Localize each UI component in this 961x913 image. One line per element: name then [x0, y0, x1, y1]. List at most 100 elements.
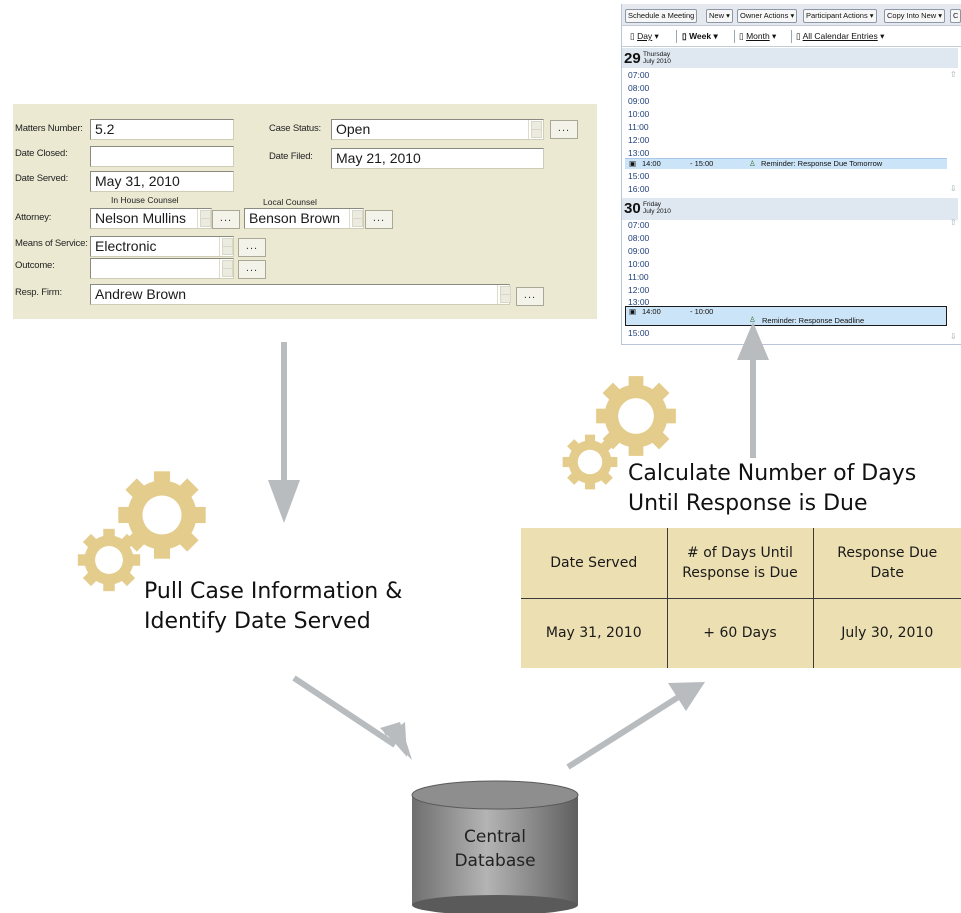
hour-label: 12:00 — [628, 285, 650, 295]
means-of-service-field[interactable]: Electronic — [90, 236, 234, 257]
case-status-label: Case Status: — [269, 123, 321, 134]
hour-label: 11:00 — [628, 122, 649, 132]
calculate-days-caption: Calculate Number of Days Until Response … — [628, 461, 917, 516]
tab-all-calendar-entries[interactable]: ▯ All Calendar Entries ▾ — [796, 31, 885, 41]
hour-label: 08:00 — [628, 83, 650, 93]
resp-firm-label: Resp. Firm: — [15, 287, 62, 298]
table-cell-date-served: May 31, 2010 — [521, 597, 668, 668]
outcome-field[interactable] — [90, 258, 234, 279]
appointment-end: - 15:00 — [690, 159, 714, 168]
outcome-label: Outcome: — [15, 260, 55, 271]
tab-day[interactable]: ▯ Day ▾ — [630, 31, 659, 41]
table-row: May 31, 2010 + 60 Days July 30, 2010 — [521, 597, 961, 668]
hour-label: 07:00 — [628, 220, 650, 230]
owner-actions-button[interactable]: Owner Actions ▾ — [737, 9, 798, 23]
arrow-to-database-icon — [292, 675, 412, 760]
date-filed-label: Date Filed: — [269, 151, 313, 162]
arrow-down-icon — [268, 342, 300, 523]
appointment-deadline[interactable]: ▣ 14:00 - 10:00 ♙ Reminder: Response Dea… — [625, 306, 947, 326]
hour-label: 10:00 — [628, 109, 650, 119]
hour-label: 09:00 — [628, 96, 650, 106]
week-view-icon: ▯ — [682, 31, 687, 41]
in-house-counsel-spinner[interactable] — [197, 209, 211, 228]
table-header-cell: Date Served — [521, 528, 668, 599]
tab-week[interactable]: ▯ Week ▾ — [682, 31, 718, 41]
table-cell-due-date: July 30, 2010 — [812, 597, 961, 668]
case-form-panel: Matters Number: 5.2 Case Status: Open ..… — [13, 104, 597, 319]
date-served-field[interactable]: May 31, 2010 — [90, 171, 234, 192]
hour-label: 09:00 — [628, 246, 650, 256]
hour-label: 11:00 — [628, 272, 649, 282]
resp-firm-field[interactable]: Andrew Brown — [90, 284, 510, 305]
hour-label: 13:00 — [628, 148, 650, 158]
date-filed-field[interactable]: May 21, 2010 — [331, 148, 544, 169]
calendar-entry-icon: ▣ — [629, 159, 637, 168]
calendar-panel: Schedule a Meeting New ▾ Owner Actions ▾… — [621, 4, 961, 345]
person-icon: ♙ — [749, 315, 756, 324]
hour-label: 10:00 — [628, 259, 650, 269]
appointment-title: Reminder: Response Due Tomorrow — [761, 159, 883, 168]
hour-label: 15:00 — [628, 171, 650, 181]
tab-divider — [676, 30, 677, 43]
means-of-service-spinner[interactable] — [219, 237, 233, 256]
matters-number-label: Matters Number: — [15, 123, 83, 134]
case-status-spinner[interactable] — [528, 120, 542, 139]
day-view-icon: ▯ — [630, 31, 635, 41]
scroll-down-icon[interactable]: ⇩ — [950, 332, 957, 341]
outcome-spinner[interactable] — [219, 259, 233, 278]
in-house-counsel-field[interactable]: Nelson Mullins — [90, 208, 212, 229]
schedule-meeting-button[interactable]: Schedule a Meeting — [625, 9, 698, 23]
gear-icon — [77, 528, 141, 592]
local-counsel-browse-button[interactable]: ... — [365, 210, 393, 229]
local-counsel-field[interactable]: Benson Brown — [244, 208, 364, 229]
date-closed-field[interactable] — [90, 146, 234, 167]
gear-icon — [562, 434, 618, 490]
appointment-reminder[interactable]: ▣ 14:00 - 15:00 ♙ Reminder: Response Due… — [625, 158, 947, 169]
arrow-from-database-icon — [566, 682, 705, 770]
table-header-cell: # of Days Until Response is Due — [666, 528, 814, 599]
scroll-up-icon[interactable]: ⇧ — [950, 218, 957, 227]
tab-divider — [734, 30, 735, 43]
hour-label: 07:00 — [628, 70, 650, 80]
date-closed-label: Date Closed: — [15, 148, 68, 159]
scroll-up-icon[interactable]: ⇧ — [950, 70, 957, 79]
tab-month[interactable]: ▯ Month ▾ — [739, 31, 777, 41]
resp-firm-spinner[interactable] — [497, 285, 511, 304]
table-header-cell: Response Due Date — [812, 528, 961, 599]
appointment-title: Reminder: Response Deadline — [762, 316, 865, 325]
case-status-browse-button[interactable]: ... — [550, 120, 578, 139]
attorney-label: Attorney: — [15, 212, 52, 223]
hour-label: 16:00 — [628, 184, 650, 194]
appointment-start: 14:00 — [642, 159, 661, 168]
in-house-counsel-browse-button[interactable]: ... — [212, 210, 240, 229]
local-counsel-spinner[interactable] — [349, 209, 363, 228]
case-status-field[interactable]: Open — [331, 119, 544, 140]
table-header-row: Date Served # of Days Until Response is … — [521, 528, 961, 599]
hour-label: 08:00 — [628, 233, 650, 243]
table-cell-days: + 60 Days — [666, 597, 814, 668]
tab-divider — [791, 30, 792, 43]
appointment-start: 14:00 — [642, 307, 661, 316]
in-house-counsel-label: In House Counsel — [111, 195, 179, 205]
new-button[interactable]: New ▾ — [706, 9, 733, 23]
matters-number-field[interactable]: 5.2 — [90, 119, 234, 140]
participant-actions-button[interactable]: Participant Actions ▾ — [803, 9, 877, 23]
copy-into-new-button[interactable]: Copy Into New ▾ — [884, 9, 946, 23]
date-served-label: Date Served: — [15, 173, 69, 184]
scroll-down-icon[interactable]: ⇩ — [950, 184, 957, 193]
month-view-icon: ▯ — [739, 31, 744, 41]
hour-label: 15:00 — [628, 328, 650, 338]
hour-label: 13:00 — [628, 297, 650, 307]
means-of-service-browse-button[interactable]: ... — [238, 238, 266, 257]
response-date-table: Date Served # of Days Until Response is … — [521, 528, 961, 668]
calendar-entry-icon: ▣ — [629, 307, 637, 316]
hour-label: 12:00 — [628, 135, 650, 145]
local-counsel-label: Local Counsel — [263, 197, 317, 207]
resp-firm-browse-button[interactable]: ... — [516, 287, 544, 306]
day-number: 30 — [624, 200, 641, 217]
person-icon: ♙ — [749, 159, 756, 168]
outcome-browse-button[interactable]: ... — [238, 260, 266, 279]
